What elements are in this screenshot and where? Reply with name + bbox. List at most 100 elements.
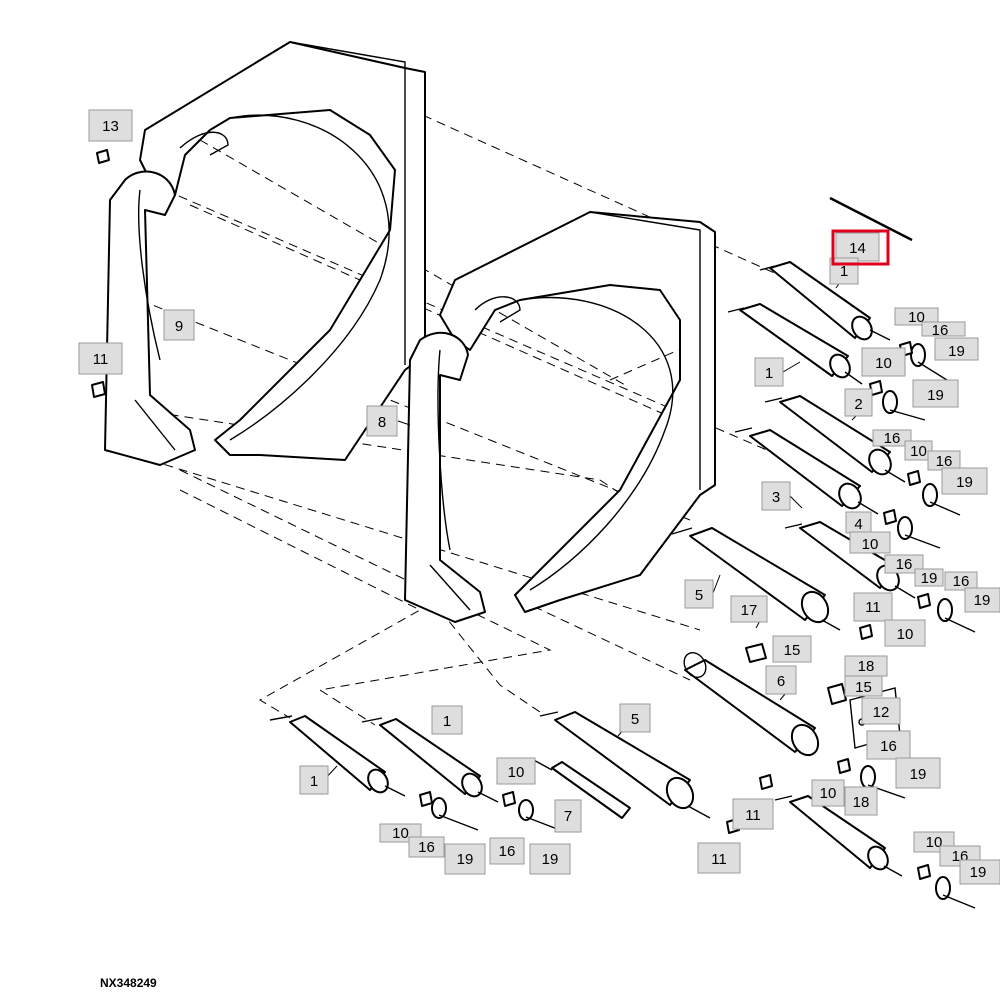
callout-19: 19 [444,843,486,875]
callout-2: 2 [844,388,873,417]
callout-number: 17 [741,602,758,619]
callout-19: 19 [529,843,571,875]
callout-number: 14 [849,240,866,257]
callout-12: 12 [861,697,901,725]
drawing-code: NX348249 [100,976,157,990]
callout-box [884,619,926,647]
callout-16: 16 [872,429,912,447]
callout-number: 5 [695,587,703,604]
callout-number: 10 [908,309,925,326]
callout-number: 5 [631,711,639,728]
callout-box [921,321,966,337]
callout-box [366,405,398,437]
callout-box [299,765,329,795]
callout-box [732,798,774,830]
callout-number: 10 [910,443,927,460]
front-side-frame [404,211,716,623]
callout-3: 3 [761,481,791,511]
callout-number: 16 [896,556,913,573]
callout-box [884,554,924,574]
callout-box [844,786,878,816]
callout-14: 14 [835,232,880,262]
callout-10: 10 [849,531,891,554]
callout-number: 1 [310,773,318,790]
callout-box [941,467,988,495]
callout-1: 1 [829,257,859,285]
callout-labels: 13 11 9 8 14 1 10 16 19 10 1 19 2 16 10 … [78,109,1000,885]
callout-19: 19 [964,587,1000,613]
callout-number: 18 [853,794,870,811]
callout-box [835,232,880,262]
assembly-guide-lines [139,59,791,726]
callout-number: 8 [378,414,386,431]
callout-box [829,257,859,285]
callout-16: 16 [866,730,911,760]
callout-10: 10 [894,307,939,326]
callout-box [861,347,906,377]
callout-number: 1 [840,263,848,280]
callout-number: 13 [102,118,119,135]
callout-number: 10 [508,764,525,781]
callout-number: 16 [932,322,949,339]
callout-box [408,836,445,858]
callout-16: 16 [884,554,924,574]
callout-11: 11 [78,342,123,375]
callout-number: 10 [875,355,892,372]
callout-number: 9 [175,318,183,335]
callout-15: 15 [844,675,883,697]
callout-16: 16 [944,571,978,591]
callout-box [772,635,812,663]
callout-number: 15 [855,679,872,696]
callout-box [811,779,845,807]
callout-10: 10 [861,347,906,377]
rear-side-frame [104,41,426,466]
callout-box [844,675,883,697]
callout-1: 1 [299,765,329,795]
callout-19: 19 [914,568,944,587]
callout-number: 1 [443,713,451,730]
callout-box [489,837,525,865]
callout-number: 10 [862,536,879,553]
callout-box [959,859,1000,885]
callout-box [78,342,123,375]
callout-box [730,595,768,623]
callout-number: 19 [927,387,944,404]
callout-16: 16 [921,321,966,339]
hardware-nuts-left [91,149,110,398]
callout-number: 16 [418,839,435,856]
callout-16: 16 [408,836,445,858]
callout-10: 10 [884,619,926,647]
callout-1: 1 [754,357,784,387]
callout-box [496,757,536,785]
callout-11: 11 [732,798,774,830]
callout-17: 18 [844,655,888,677]
callout-number: 19 [974,592,991,609]
callout-10: 10 [496,757,536,785]
callout-number: 16 [953,573,970,590]
callout-11: 11 [853,592,893,622]
hardware-washers-bolts [419,341,976,909]
rollers-bottom [269,711,711,819]
callout-number: 7 [564,808,572,825]
callout-number: 10 [897,626,914,643]
callout-4: 4 [845,511,872,534]
callout-number: 10 [820,785,837,802]
callout-number: 15 [784,642,801,659]
callout-5: 5 [684,579,714,609]
callout-8: 8 [366,405,398,437]
callout-6: 6 [765,665,797,695]
callout-19: 19 [959,859,1000,885]
callout-box [684,579,714,609]
callout-9: 9 [163,309,195,341]
callout-number: 16 [884,430,901,447]
callout-box [444,843,486,875]
callout-box [853,592,893,622]
callout-number: 11 [711,851,727,868]
callout-number: 10 [926,834,943,851]
callout-number: 19 [948,343,965,360]
callout-box [866,730,911,760]
callout-19: 19 [912,379,959,408]
callout-box [964,587,1000,613]
callout-box [912,379,959,408]
callout-box [861,697,901,725]
